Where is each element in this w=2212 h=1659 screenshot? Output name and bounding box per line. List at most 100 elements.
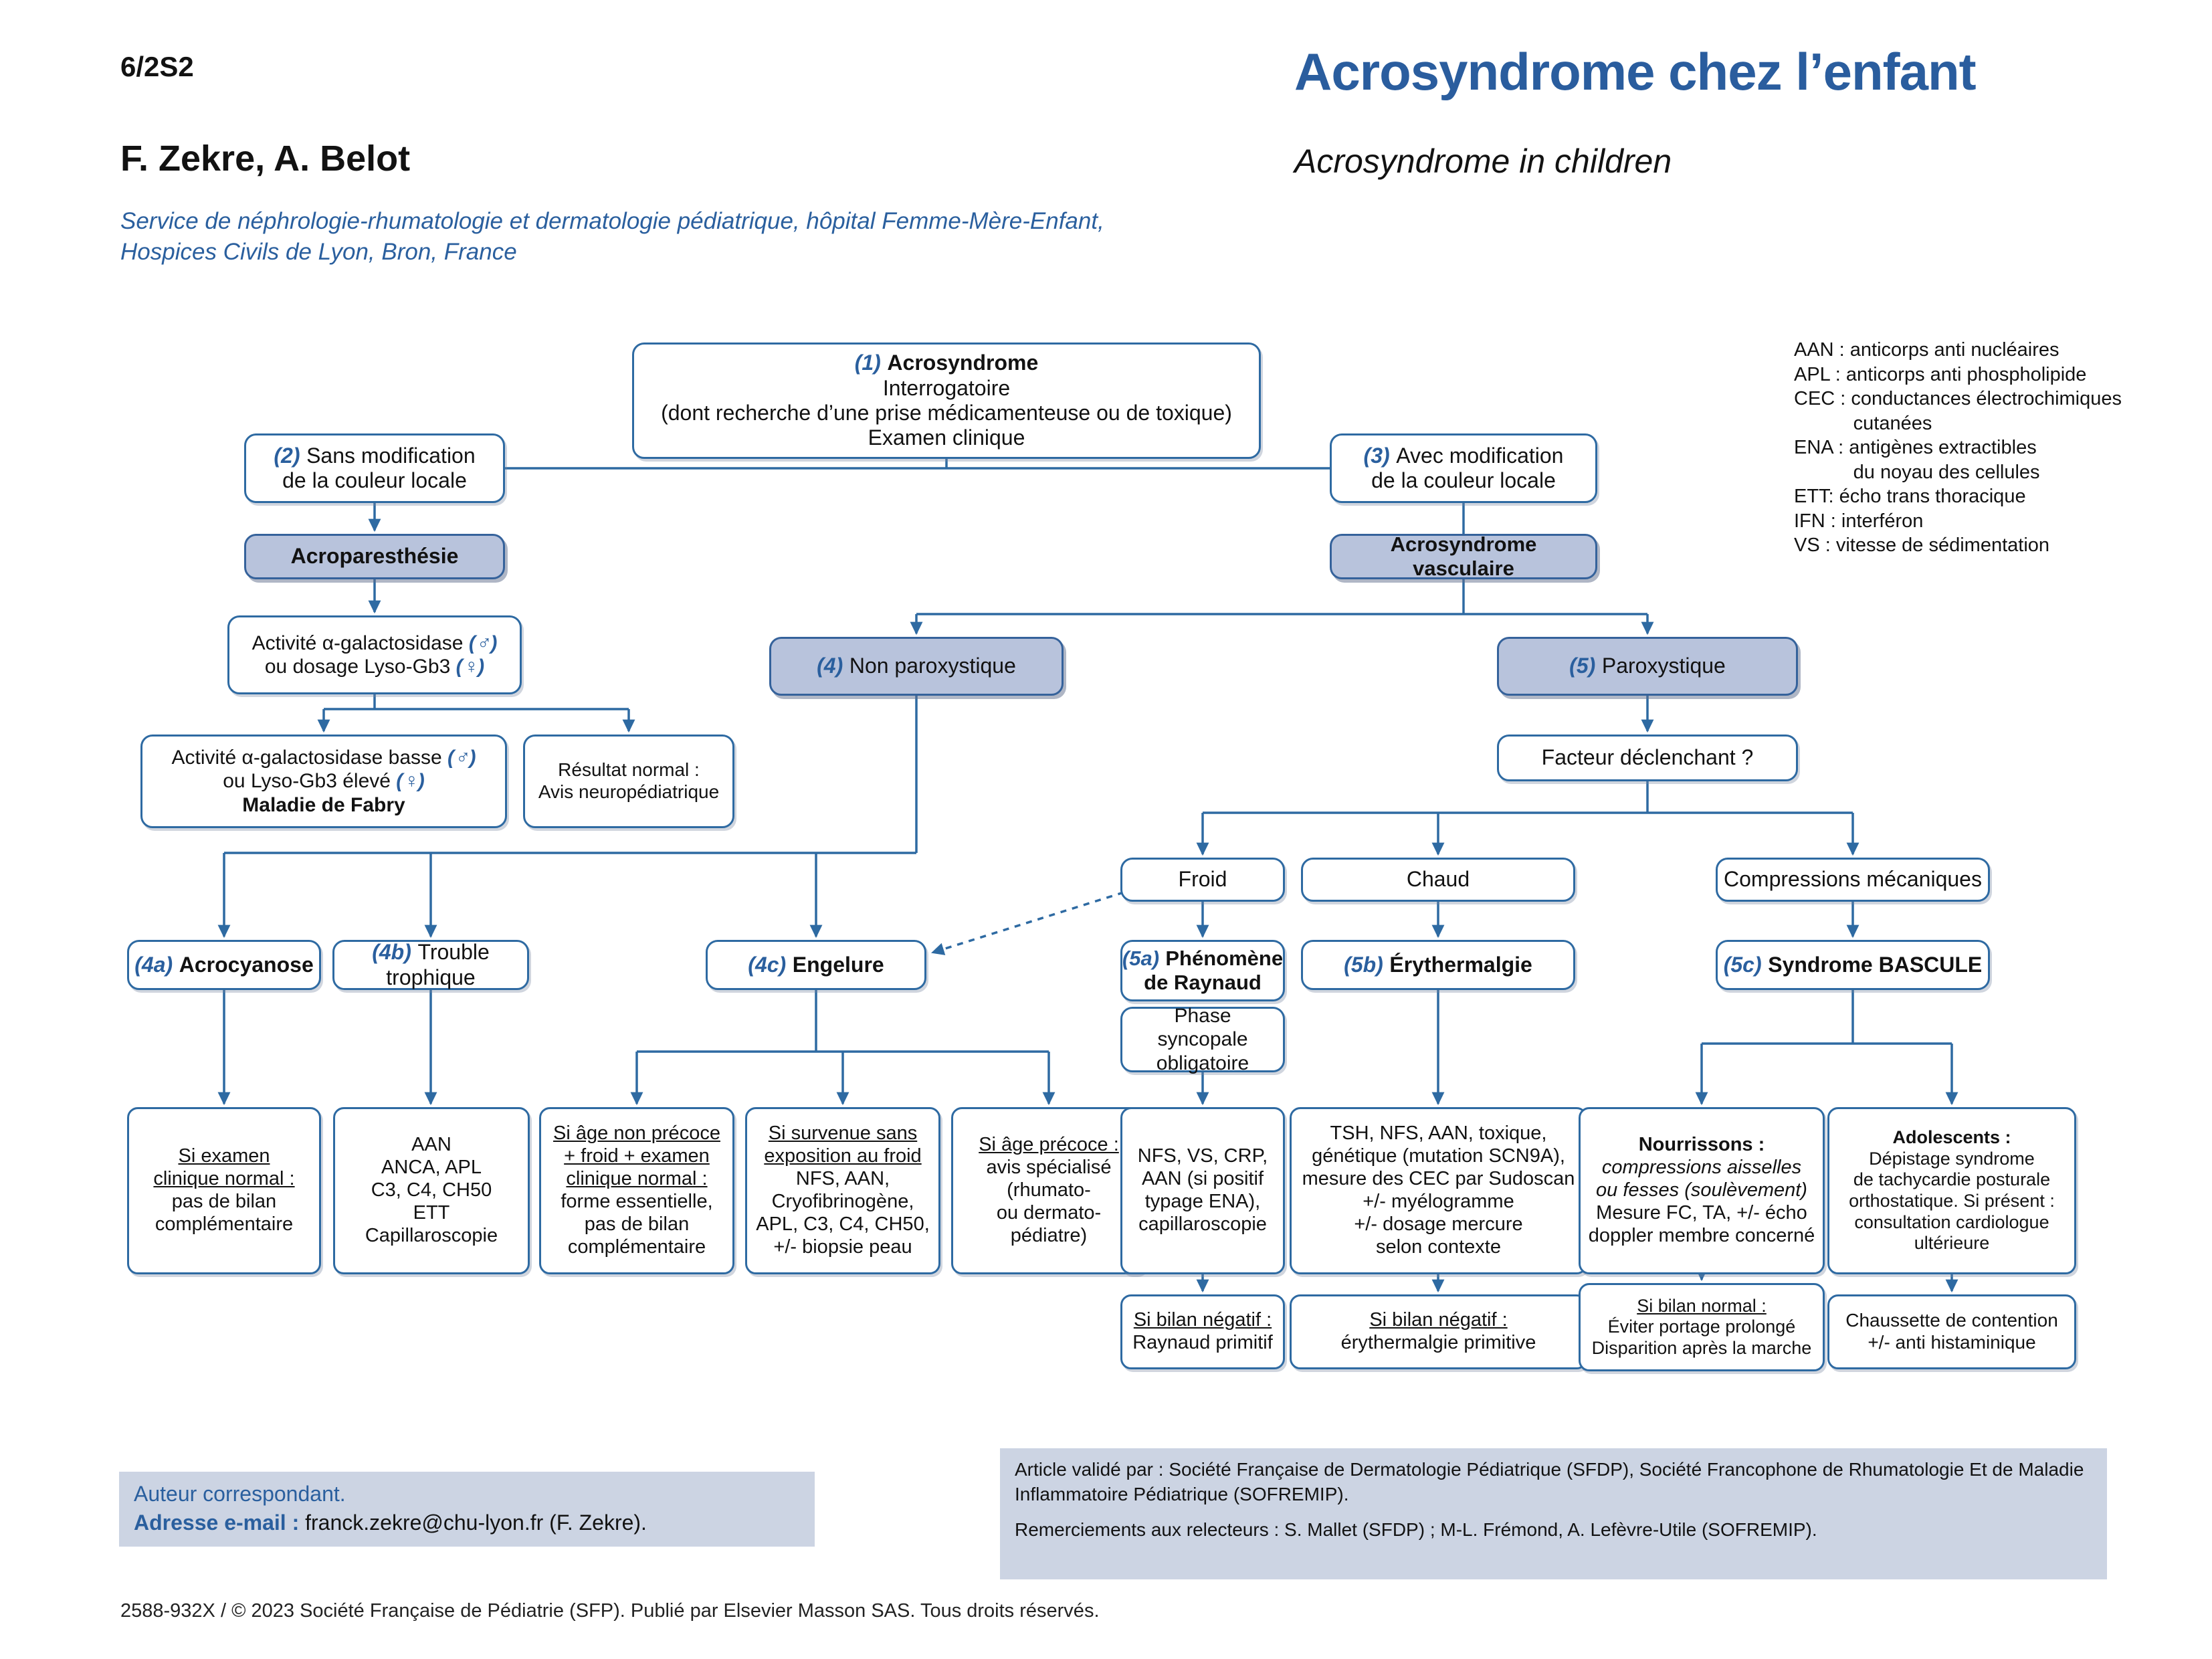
result-heading: Si bilan normal : [1637, 1295, 1767, 1316]
copyright-line: 2588-932X / © 2023 Société Française de … [120, 1600, 1100, 1622]
node-title: Acrosyndrome [887, 351, 1039, 375]
email-value: franck.zekre@chu-lyon.fr (F. Zekre). [305, 1510, 647, 1535]
page-number: 6/2S2 [120, 51, 194, 82]
result-heading: Si bilan négatif : [1369, 1309, 1508, 1331]
detail-body: TSH, NFS, AAN, toxique, génétique (mutat… [1302, 1123, 1575, 1258]
result-body: Éviter portage prolongé Disparition aprè… [1591, 1316, 1812, 1358]
node-avec-modification: (3)Avec modification de la couleur local… [1330, 433, 1597, 503]
detail-nourrissons: Nourrissons : compressions aisselles ou … [1579, 1107, 1825, 1274]
node-phase-syncopale: Phase syncopale obligatoire [1120, 1005, 1285, 1074]
node-number: (2) [274, 443, 300, 468]
dashed-froid-to-engelure [930, 891, 1124, 955]
node-froid: Froid [1120, 858, 1285, 902]
detail-engelure-forme-essentielle: Si âge non précoce + froid + examen clin… [539, 1107, 734, 1274]
node-syndrome-bascule: (5c)Syndrome BASCULE [1716, 940, 1990, 990]
detail-body: NFS, VS, CRP, AAN (si positif typage ENA… [1137, 1145, 1268, 1235]
result-body: érythermalgie primitive [1340, 1332, 1536, 1353]
detail-body: AAN ANCA, APL C3, C4, CH50 ETT Capillaro… [365, 1134, 498, 1246]
node-paroxystique: (5)Paroxystique [1497, 637, 1798, 696]
node-body: Interrogatoire (dont recherche d’une pri… [661, 375, 1232, 450]
node-acrosyndrome-vasculaire: Acrosyndrome vasculaire [1330, 532, 1597, 580]
node-label: Acrocyanose [179, 952, 314, 977]
detail-heading: Adolescents : [1892, 1127, 2011, 1148]
result-raynaud-primitif: Si bilan négatif : Raynaud primitif [1120, 1294, 1285, 1369]
detail-body: NFS, AAN, Cryofibrinogène, APL, C3, C4, … [756, 1168, 930, 1258]
node-label: Érythermalgie [1389, 952, 1532, 977]
node-label: Compressions mécaniques [1724, 867, 1982, 892]
node-label: Syndrome BASCULE [1768, 952, 1983, 977]
node-activite-alpha-galactosidase: Activité α-galactosidase (♂) ou dosage L… [227, 615, 522, 694]
node-text: Activité α-galactosidase [252, 631, 469, 654]
result-chaussette-contention: Chaussette de contention +/- anti histam… [1827, 1294, 2076, 1369]
detail-body: pas de bilan complémentaire [155, 1191, 294, 1235]
detail-heading: Si âge précoce : [979, 1134, 1119, 1156]
abbreviations-legend: AAN : anticorps anti nucléaires APL : an… [1794, 339, 2122, 557]
detail-body: Mesure FC, TA, +/- écho doppler membre c… [1588, 1201, 1815, 1246]
node-text: ou dosage Lyso-Gb3 [264, 656, 456, 678]
detail-heading: Si âge non précoce + froid + examen clin… [553, 1123, 720, 1190]
node-label: Facteur déclenchant ? [1541, 745, 1754, 770]
article-title-english: Acrosyndrome in children [1294, 142, 1672, 180]
validated-by-text: Article validé par : Société Française d… [1015, 1459, 2084, 1504]
detail-trouble-trophique: AAN ANCA, APL C3, C4, CH50 ETT Capillaro… [333, 1107, 530, 1274]
email-label: Adresse e-mail : [134, 1510, 306, 1535]
node-label: Sans modification de la couleur locale [282, 443, 476, 492]
node-number: (5b) [1344, 952, 1383, 977]
result-erythermalgie-primitive: Si bilan négatif : érythermalgie primiti… [1290, 1294, 1587, 1369]
node-number: (5) [1569, 654, 1596, 678]
node-resultat-normal: Résultat normal : Avis neuropédiatrique [523, 735, 734, 828]
detail-heading: Si survenue sans exposition au froid [764, 1123, 922, 1167]
node-number: (4a) [134, 952, 173, 977]
detail-heading: Nourrissons : [1638, 1134, 1765, 1156]
detail-acrocyanose: Si examen clinique normal : pas de bilan… [127, 1107, 321, 1274]
detail-body: forme essentielle, pas de bilan compléme… [561, 1191, 713, 1258]
node-number: (5a) [1122, 946, 1160, 970]
result-body: Chaussette de contention +/- anti histam… [1845, 1310, 2058, 1353]
detail-engelure-age-precoce: Si âge précoce : avis spécialisé (rhumat… [951, 1107, 1146, 1274]
node-engelure: (4c)Engelure [706, 940, 926, 990]
result-body: Raynaud primitif [1132, 1332, 1273, 1353]
node-trouble-trophique: (4b)Trouble trophique [332, 940, 529, 990]
node-acroparesthesie: Acroparesthésie [244, 534, 505, 579]
detail-heading: Si examen clinique normal : [153, 1145, 295, 1190]
correspondent-label: Auteur correspondant. [134, 1482, 346, 1506]
node-number: (3) [1363, 443, 1390, 468]
node-number: (4b) [372, 940, 411, 965]
node-facteur-declenchant: Facteur déclenchant ? [1497, 735, 1798, 781]
node-number: (4c) [748, 952, 787, 977]
node-label: Acrosyndrome vasculaire [1390, 532, 1537, 580]
node-compressions-mecaniques: Compressions mécaniques [1716, 858, 1990, 902]
node-label: Résultat normal : Avis neuropédiatrique [538, 759, 720, 802]
node-label: Paroxystique [1601, 654, 1726, 678]
article-title-french: Acrosyndrome chez l’enfant [1294, 42, 1977, 101]
node-label: Non paroxystique [849, 654, 1016, 678]
node-label: Trouble trophique [386, 940, 490, 989]
node-number: (5c) [1723, 952, 1762, 977]
node-number: (1) [854, 351, 881, 375]
node-text: ou Lyso-Gb3 élevé [223, 770, 397, 793]
detail-body: avis spécialisé (rhumato- ou dermato- pé… [986, 1157, 1112, 1246]
node-sans-modification: (2)Sans modification de la couleur local… [244, 433, 505, 503]
detail-engelure-sans-froid: Si survenue sans exposition au froid NFS… [745, 1107, 940, 1274]
node-label: Acroparesthésie [290, 544, 459, 569]
result-heading: Si bilan négatif : [1133, 1309, 1272, 1331]
node-label: Avec modification de la couleur locale [1371, 443, 1564, 492]
node-diagnosis: Maladie de Fabry [242, 793, 405, 816]
node-label: Phénomène de Raynaud [1144, 946, 1284, 994]
node-maladie-de-fabry: Activité α-galactosidase basse (♂) ou Ly… [140, 735, 507, 828]
detail-erythermalgie-bilan: TSH, NFS, AAN, toxique, génétique (mutat… [1290, 1107, 1587, 1274]
node-label: Engelure [792, 952, 884, 977]
detail-adolescents: Adolescents : Dépistage syndrome de tach… [1827, 1107, 2076, 1274]
node-acrosyndrome-root: (1)Acrosyndrome Interrogatoire (dont rec… [632, 343, 1261, 459]
affiliation: Service de néphrologie-rhumatologie et d… [120, 208, 1104, 265]
male-symbol: (♂) [447, 747, 476, 769]
correspondent-box: Auteur correspondant. Adresse e-mail : f… [119, 1472, 815, 1547]
node-erythermalgie: (5b)Érythermalgie [1301, 940, 1575, 990]
node-label: Chaud [1406, 867, 1470, 892]
female-symbol: (♀) [396, 770, 425, 793]
thanks-text: Remerciements aux relecteurs : S. Mallet… [1015, 1519, 1817, 1540]
male-symbol: (♂) [468, 631, 498, 654]
node-phenomene-raynaud: (5a)Phénomène de Raynaud [1120, 940, 1285, 1001]
node-text: Activité α-galactosidase basse [171, 747, 448, 769]
